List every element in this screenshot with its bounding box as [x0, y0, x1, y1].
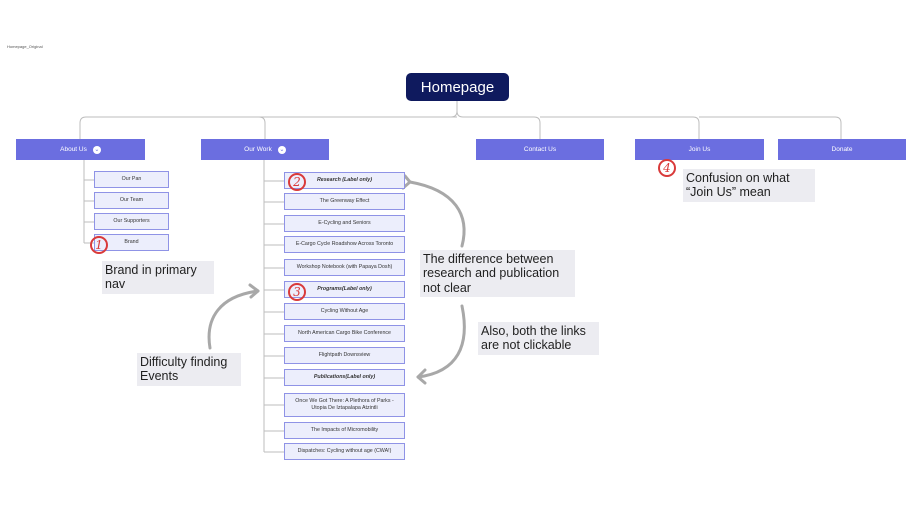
nav-join-us[interactable]: Join Us [635, 139, 764, 160]
work-child-dispatches-cwa[interactable]: Dispatches: Cycling without age (CWA!) [284, 443, 405, 460]
chevron-down-icon: ⌄ [277, 145, 286, 154]
arrow-head-publications [416, 368, 427, 385]
work-child-workshop-notebook[interactable]: Workshop Notebook (with Papaya Dosh) [284, 259, 405, 276]
nav-about-us[interactable]: About Us ⌄ [16, 139, 145, 160]
work-child-e-cycling-seniors[interactable]: E-Cycling and Seniors [284, 215, 405, 232]
work-child-cycling-without-age[interactable]: Cycling Without Age [284, 303, 405, 320]
about-child-our-pan[interactable]: Our Pan [94, 171, 169, 188]
marker-4: 4 [658, 159, 676, 177]
work-child-plethora-of-parks[interactable]: Once We Got There: A Plethora of Parks -… [284, 393, 405, 417]
work-child-publications-label: Publications(Label only) [284, 369, 405, 386]
nav-contact-us[interactable]: Contact Us [476, 139, 604, 160]
connector-about-children [84, 179, 94, 244]
connector-about [79, 101, 458, 139]
work-child-research-label: Research (Label only) [284, 172, 405, 189]
about-child-our-supporters[interactable]: Our Supporters [94, 213, 169, 230]
arrow-to-programs [207, 289, 260, 350]
note-not-clickable: Also, both the links are not clickable [478, 322, 599, 355]
nav-our-work[interactable]: Our Work ⌄ [201, 139, 329, 160]
arrow-to-research [408, 180, 466, 248]
arrow-to-publications [416, 304, 466, 379]
note-join-us: Confusion on what “Join Us” mean [683, 169, 815, 202]
work-child-impacts-micromobility[interactable]: The Impacts of Micromobility [284, 422, 405, 439]
marker-1: 1 [90, 236, 108, 254]
note-difference: The difference between research and publ… [420, 250, 575, 298]
nav-our-work-label: Our Work [244, 146, 272, 153]
work-child-e-cargo-roadshow[interactable]: E-Cargo Cycle Roadshow Across Toronto [284, 236, 405, 253]
work-child-flightpath-downsview[interactable]: Flightpath Downsview [284, 347, 405, 364]
connector-work-children [264, 180, 284, 453]
nav-about-us-label: About Us [60, 146, 87, 153]
note-events: Difficulty finding Events [137, 353, 241, 386]
work-child-cargo-bike-conference[interactable]: North American Cargo Bike Conference [284, 325, 405, 342]
connector-join [540, 116, 700, 139]
marker-3: 3 [288, 283, 306, 301]
arrow-head-research [401, 174, 412, 190]
chevron-down-icon: ⌄ [92, 145, 101, 154]
marker-2: 2 [288, 173, 306, 191]
page-label: Homepage_Original [7, 44, 43, 49]
arrow-head-programs [248, 283, 260, 299]
connector-contact [456, 101, 541, 139]
about-child-our-team[interactable]: Our Team [94, 192, 169, 209]
connector-donate [699, 116, 842, 139]
work-child-programs-label: Programs(Label only) [284, 281, 405, 298]
connector-work [258, 116, 457, 139]
note-brand: Brand in primary nav [102, 261, 214, 294]
homepage-node[interactable]: Homepage [406, 73, 509, 101]
nav-donate[interactable]: Donate [778, 139, 906, 160]
work-child-greenway-effect[interactable]: The Greenway Effect [284, 193, 405, 210]
